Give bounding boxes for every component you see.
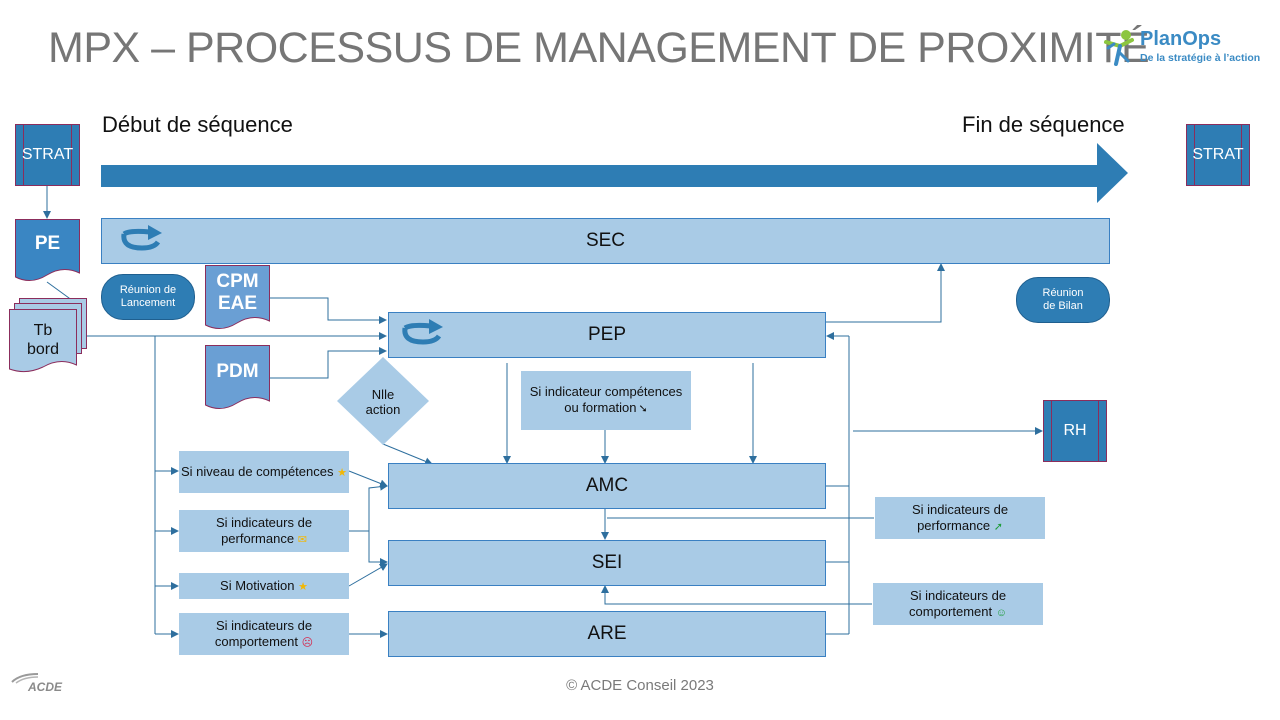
connector-pep-sec: [826, 263, 945, 323]
connector-pdm-pep: [270, 347, 387, 379]
acde-logo: ACDE: [10, 672, 76, 696]
sequence-timeline-arrow: [101, 143, 1128, 203]
connector-cpm-pep: [270, 297, 387, 324]
reunion-lancement-label: Réunion de Lancement: [119, 284, 177, 309]
strat-right-label: STRAT: [1192, 146, 1244, 163]
tbbord-document: Tb bord: [8, 297, 88, 375]
planops-figure-icon: [1104, 30, 1134, 66]
nlle-action-diamond: Nlle action: [336, 356, 430, 446]
acde-swoosh-icon: [11, 673, 39, 684]
page-title: MPX – PROCESSUS DE MANAGEMENT DE PROXIMI…: [48, 24, 1150, 72]
condition-niveau-competences: Si niveau de compétences ★: [179, 451, 349, 493]
connector-perf-amc: [349, 482, 388, 532]
condition-performance-right: Si indicateurs de performance ➚: [875, 497, 1045, 539]
nlle-action-label: Nlle action: [365, 387, 401, 417]
sequence-start-label: Début de séquence: [102, 112, 293, 137]
connector-niveau-amc: [348, 470, 388, 488]
cycle-arrow-icon: [402, 319, 443, 345]
amc-box: AMC: [388, 463, 826, 509]
pdm-document: PDM: [205, 345, 270, 411]
condition-competences-formation: Si indicateur compétences ou formation➘: [521, 371, 691, 430]
cpm-eae-label: CPM EAE: [216, 271, 259, 314]
sec-bar: SEC: [101, 218, 1110, 264]
down-arrow-icon: ➘: [638, 403, 648, 415]
condition-comportement-right: Si indicateurs de comportement ☺: [873, 583, 1043, 625]
pe-document: PE: [15, 219, 80, 283]
condition-motivation-label: Si Motivation: [220, 577, 295, 593]
condition-competences-formation-label: Si indicateur compétences ou formation: [529, 384, 683, 415]
condition-performance-left-label: Si indicateurs de performance: [215, 514, 313, 546]
sequence-end-label: Fin de séquence: [962, 112, 1125, 137]
sec-label: SEC: [585, 230, 626, 251]
copyright-footer: © ACDE Conseil 2023: [566, 677, 714, 694]
sei-label: SEI: [591, 552, 623, 573]
strat-left-label: STRAT: [21, 146, 74, 163]
pep-box: PEP: [388, 312, 826, 358]
condition-comportement-left-label: Si indicateurs de comportement: [214, 617, 313, 649]
envelope-icon: ✉: [297, 533, 307, 546]
tbbord-label: Tb bord: [26, 322, 60, 358]
pe-label: PE: [34, 233, 61, 254]
reunion-bilan: Réunion de Bilan: [1016, 277, 1110, 323]
pep-label: PEP: [587, 324, 627, 345]
connector-nlle-amc: [382, 443, 433, 466]
star-icon: ★: [337, 466, 347, 479]
condition-performance-right-label: Si indicateurs de performance: [911, 501, 1009, 533]
planops-brand: PlanOps: [1140, 28, 1222, 50]
cpm-eae-document: CPM EAE: [205, 265, 270, 331]
smile-icon: ☺: [995, 606, 1007, 619]
star-icon: ★: [298, 580, 308, 593]
reunion-lancement: Réunion de Lancement: [101, 274, 195, 320]
condition-comportement-right-label: Si indicateurs de comportement: [909, 587, 1007, 619]
up-arrow-icon: ➚: [993, 520, 1003, 533]
strat-left-box: STRAT: [15, 124, 80, 186]
condition-motivation: Si Motivation ★: [179, 573, 349, 599]
sei-box: SEI: [388, 540, 826, 586]
amc-label: AMC: [585, 475, 629, 496]
rh-box: RH: [1043, 400, 1107, 462]
rh-label: RH: [1063, 422, 1087, 439]
condition-niveau-label: Si niveau de compétences: [181, 463, 334, 479]
planops-tagline: De la stratégie à l’action: [1140, 52, 1261, 64]
condition-comportement-left: Si indicateurs de comportement ☹: [179, 613, 349, 655]
are-label: ARE: [587, 623, 627, 644]
are-box: ARE: [388, 611, 826, 657]
connector-motiv-sei: [348, 563, 388, 587]
connector-perf-sei: [368, 531, 388, 566]
planops-logo: PlanOps De la stratégie à l’action: [1102, 28, 1272, 68]
acde-logo-text: ACDE: [28, 680, 63, 694]
pdm-label: PDM: [216, 361, 259, 382]
sad-face-icon: ☹: [301, 636, 314, 649]
reunion-bilan-label: Réunion de Bilan: [1042, 287, 1084, 312]
cycle-arrow-icon: [121, 225, 162, 251]
condition-performance-left: Si indicateurs de performance ✉: [179, 510, 349, 552]
strat-right-box: STRAT: [1186, 124, 1250, 186]
connector-comportright-sei: [601, 585, 872, 605]
